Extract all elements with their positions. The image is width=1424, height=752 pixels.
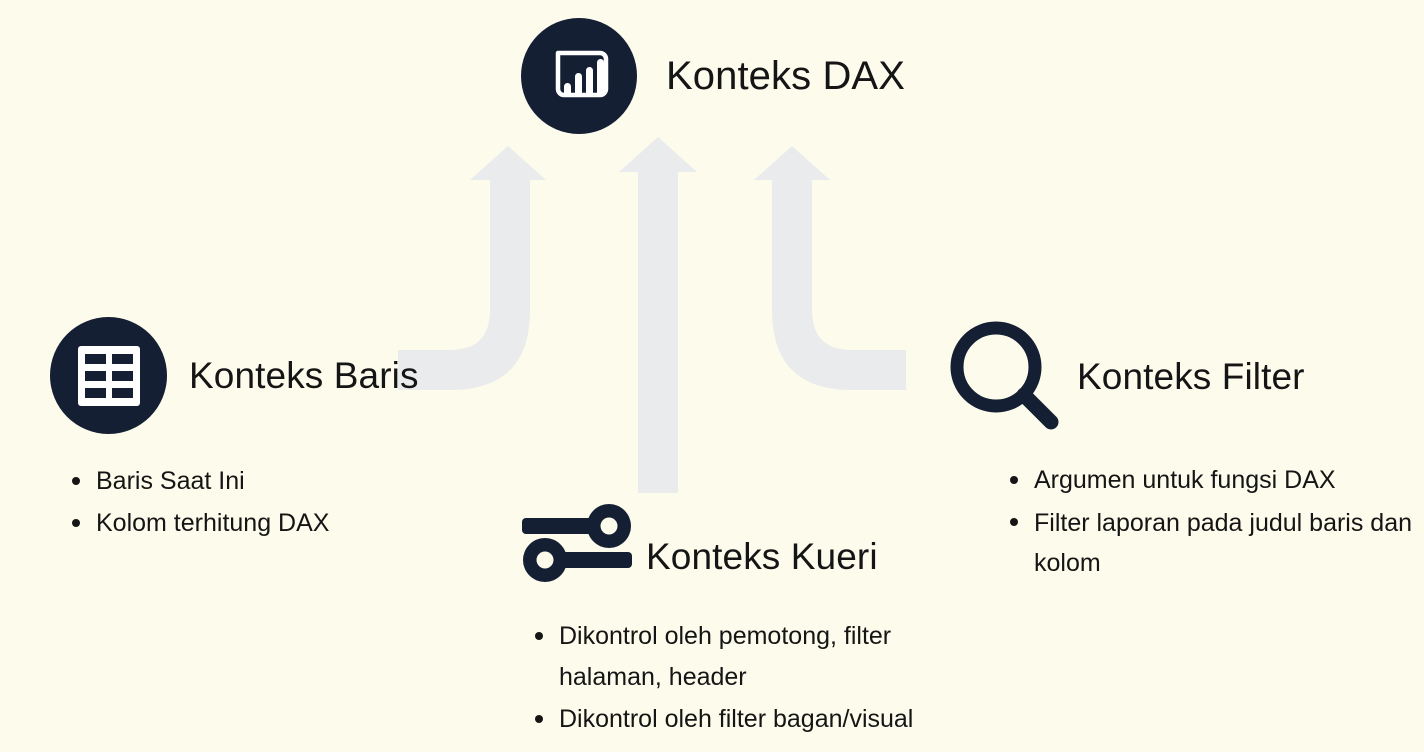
- power-bi-icon: [521, 18, 637, 134]
- arrow-baris-head: [470, 146, 546, 180]
- node-konteks-kueri[interactable]: Konteks Kueri: [518, 504, 878, 582]
- bullet-list-baris: Baris Saat Ini Kolom terhitung DAX: [62, 461, 329, 545]
- node-konteks-baris[interactable]: Konteks Baris: [50, 317, 419, 434]
- node-konteks-dax[interactable]: Konteks DAX: [521, 18, 905, 134]
- node-title-dax: Konteks DAX: [666, 53, 905, 98]
- list-item: Argumen untuk fungsi DAX: [1000, 460, 1420, 501]
- table-grid-icon: [50, 317, 167, 434]
- node-title-kueri: Konteks Kueri: [646, 536, 878, 577]
- list-item: Dikontrol oleh pemotong, filter halaman,…: [525, 616, 955, 697]
- arrow-filter-head: [754, 146, 830, 180]
- magnifying-glass-icon: [941, 316, 1063, 438]
- sliders-icon: [518, 504, 636, 582]
- node-konteks-filter[interactable]: Konteks Filter: [941, 316, 1305, 438]
- list-item: Filter laporan pada judul baris dan kolo…: [1000, 503, 1420, 584]
- bullet-list-filter: Argumen untuk fungsi DAX Filter laporan …: [1000, 460, 1420, 586]
- arrow-kueri-head: [619, 137, 697, 172]
- list-item: Kolom terhitung DAX: [62, 503, 329, 543]
- arrow-filter-to-dax-band: [772, 178, 906, 390]
- list-item: Dikontrol oleh filter bagan/visual: [525, 699, 955, 740]
- list-item: Baris Saat Ini: [62, 461, 329, 501]
- node-title-baris: Konteks Baris: [189, 354, 419, 396]
- bullet-list-kueri: Dikontrol oleh pemotong, filter halaman,…: [525, 616, 955, 742]
- node-title-filter: Konteks Filter: [1077, 356, 1305, 397]
- arrow-kueri-shaft: [638, 170, 678, 493]
